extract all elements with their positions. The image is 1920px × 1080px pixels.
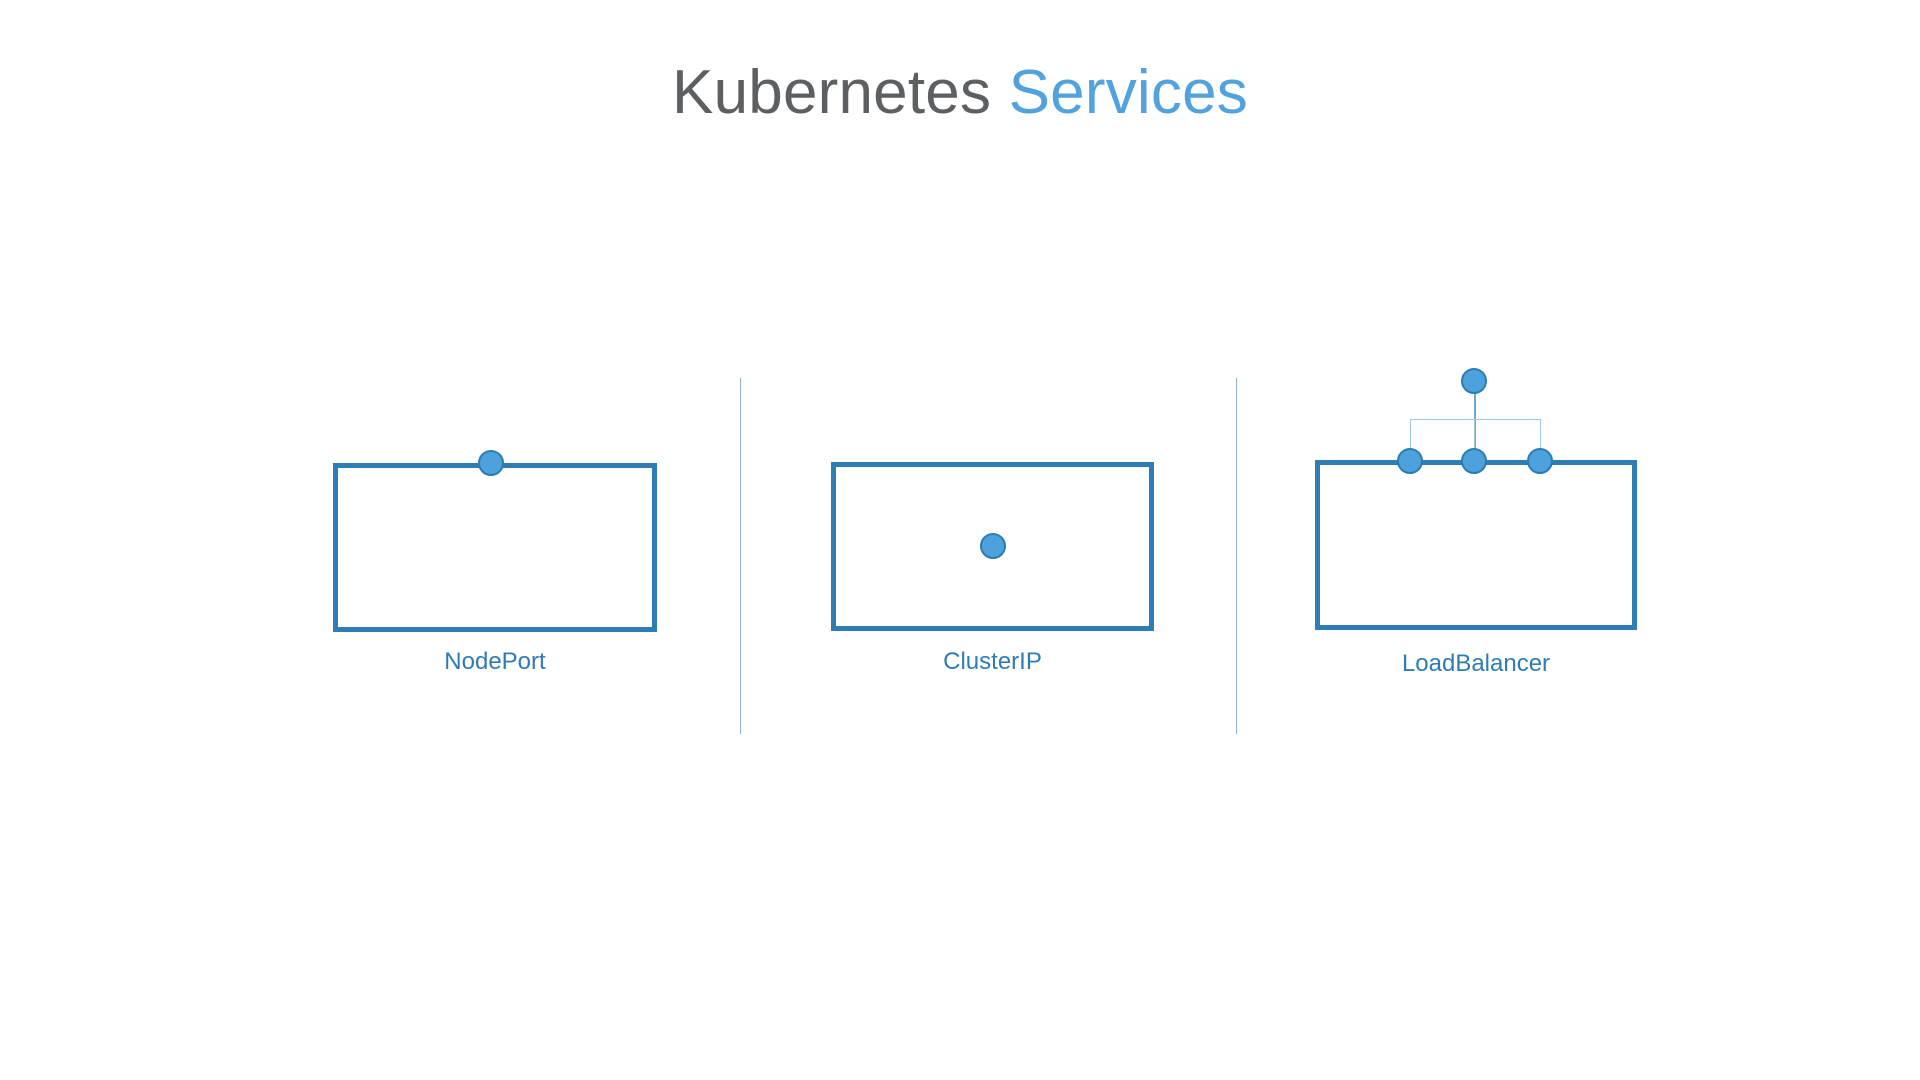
connector-branch-center	[1474, 419, 1475, 463]
service-node-icon	[478, 450, 504, 476]
page-title-accent: Services	[1008, 58, 1248, 127]
panel-label-loadbalancer: LoadBalancer	[1401, 650, 1551, 677]
connector-crossbar	[1410, 419, 1540, 420]
cluster-box-nodeport	[333, 463, 657, 632]
panel-label-nodeport: NodePort	[444, 648, 546, 675]
connector-branch-left	[1410, 419, 1411, 463]
service-node-icon	[980, 533, 1006, 559]
load-balancer-node-icon	[1461, 368, 1487, 394]
connector-stem	[1474, 388, 1476, 460]
cluster-box-loadbalancer	[1315, 460, 1637, 630]
service-node-icon	[1397, 448, 1423, 474]
panel-label-clusterip: ClusterIP	[943, 648, 1042, 675]
service-node-icon	[1461, 448, 1487, 474]
service-node-icon	[1527, 448, 1553, 474]
section-divider-1	[740, 378, 741, 734]
page-title-main: Kubernetes	[672, 58, 992, 127]
page-title: Kubernetes Services	[0, 62, 1920, 124]
connector-branch-right	[1540, 419, 1541, 463]
section-divider-2	[1236, 378, 1237, 734]
